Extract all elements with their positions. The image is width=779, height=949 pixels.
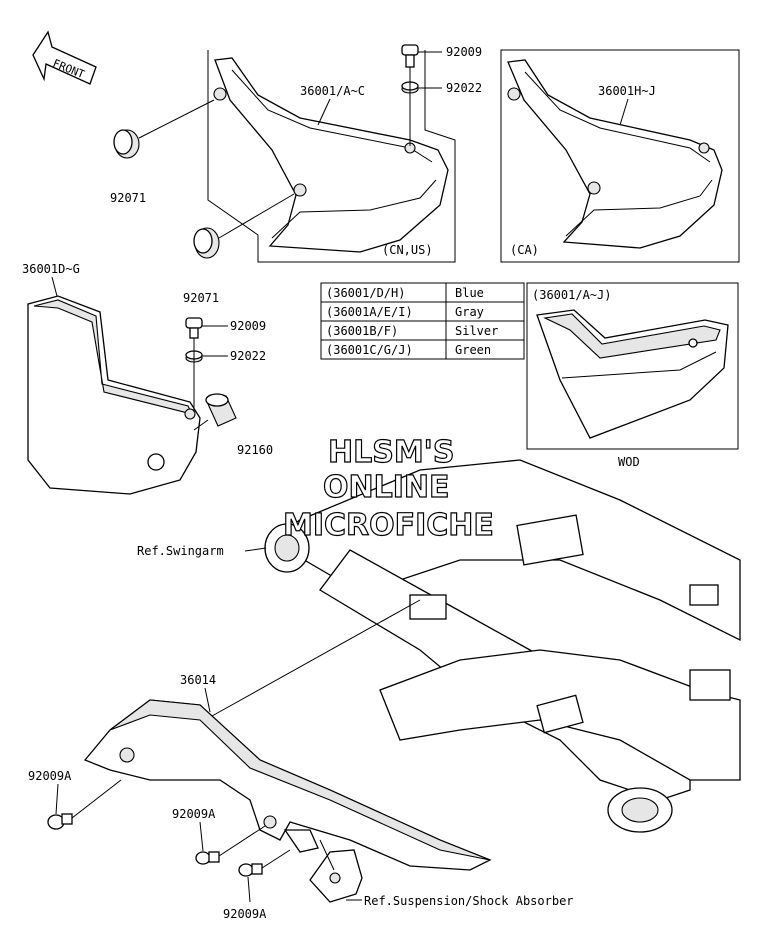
- wod-header-label: (36001/A~J): [532, 288, 611, 302]
- part-label-92009-mid: 92009: [230, 319, 266, 333]
- grommet-92071-upper: [113, 99, 215, 159]
- table-color-2: Silver: [455, 324, 498, 338]
- part-label-36001-d-g: 36001D~G: [22, 262, 80, 276]
- grommet-boss-upper: [213, 87, 227, 101]
- part-label-92022-mid: 92022: [230, 349, 266, 363]
- part-label-92009a-left: 92009A: [28, 769, 72, 783]
- part-label-36001-a-c: 36001/A~C: [300, 84, 365, 98]
- table-code-1: (36001A/E/I): [326, 305, 413, 319]
- region-label-cn-us: (CN,US): [382, 243, 433, 257]
- side-cover-left: [214, 57, 449, 253]
- washer-92022-top: 92022: [401, 81, 482, 95]
- watermark: HLSM'S ONLINE MICROFICHE: [282, 434, 494, 543]
- region-frame-wod: [526, 282, 739, 450]
- ref-suspension-label: Ref.Suspension/Shock Absorber: [364, 894, 574, 908]
- front-arrow-icon: FRONT: [32, 30, 97, 85]
- table-code-2: (36001B/F): [326, 324, 398, 338]
- chain-guard-mount-a: [119, 747, 135, 763]
- part-label-92009a-bottom: 92009A: [223, 907, 267, 921]
- part-label-92071-upper: 92071: [110, 191, 146, 205]
- bolt-92009a-bottom: [238, 849, 291, 877]
- part-label-92160: 92160: [237, 443, 273, 457]
- bolt-92009-mid: 92009: [185, 317, 266, 339]
- ref-swingarm-label: Ref.Swingarm: [137, 544, 224, 558]
- bolt-92009a-mid: [195, 825, 266, 865]
- part-label-36014: 36014: [180, 673, 216, 687]
- part-label-92022-top: 92022: [446, 81, 482, 95]
- table-color-0: Blue: [455, 286, 484, 300]
- side-cover-d-g: [27, 295, 201, 495]
- wod-label: WOD: [618, 455, 640, 469]
- grommet-92071-lower: [193, 193, 295, 259]
- bolt-92009a-left: [47, 779, 122, 830]
- watermark-line3: MICROFICHE: [283, 508, 494, 543]
- wod-panel: (36001/A~J) WOD: [526, 282, 739, 469]
- part-label-36001-h-j: 36001H~J: [598, 84, 656, 98]
- region-frame-cn-us: [207, 50, 456, 263]
- bolt-92009-top: 92009: [401, 44, 482, 68]
- part-label-92009-top: 92009: [446, 45, 482, 59]
- table-color-3: Green: [455, 343, 491, 357]
- region-label-ca: (CA): [510, 243, 539, 257]
- chain-guard-mount-b: [263, 815, 277, 829]
- color-table: (36001/D/H) Blue (36001A/E/I) Gray (3600…: [320, 282, 525, 360]
- region-frame-ca: [500, 49, 740, 263]
- side-cover-ca-group: 36001H~J (CA): [500, 49, 740, 263]
- part-label-92009a-mid: 92009A: [172, 807, 216, 821]
- shock-bracket: [309, 849, 363, 903]
- side-cover-cn-us-group: [207, 50, 456, 263]
- chain-guard-36014: [83, 699, 492, 871]
- collar-92160: [193, 393, 237, 431]
- part-label-92071-lower: 92071: [183, 291, 219, 305]
- washer-92022-mid: 92022: [185, 349, 266, 363]
- watermark-line1: HLSM'S: [328, 435, 454, 470]
- swingarm: [264, 459, 741, 833]
- table-color-1: Gray: [455, 305, 484, 319]
- watermark-line2: ONLINE: [323, 470, 450, 505]
- table-code-3: (36001C/G/J): [326, 343, 413, 357]
- grommet-boss-lower: [293, 183, 307, 197]
- table-code-0: (36001/D/H): [326, 286, 405, 300]
